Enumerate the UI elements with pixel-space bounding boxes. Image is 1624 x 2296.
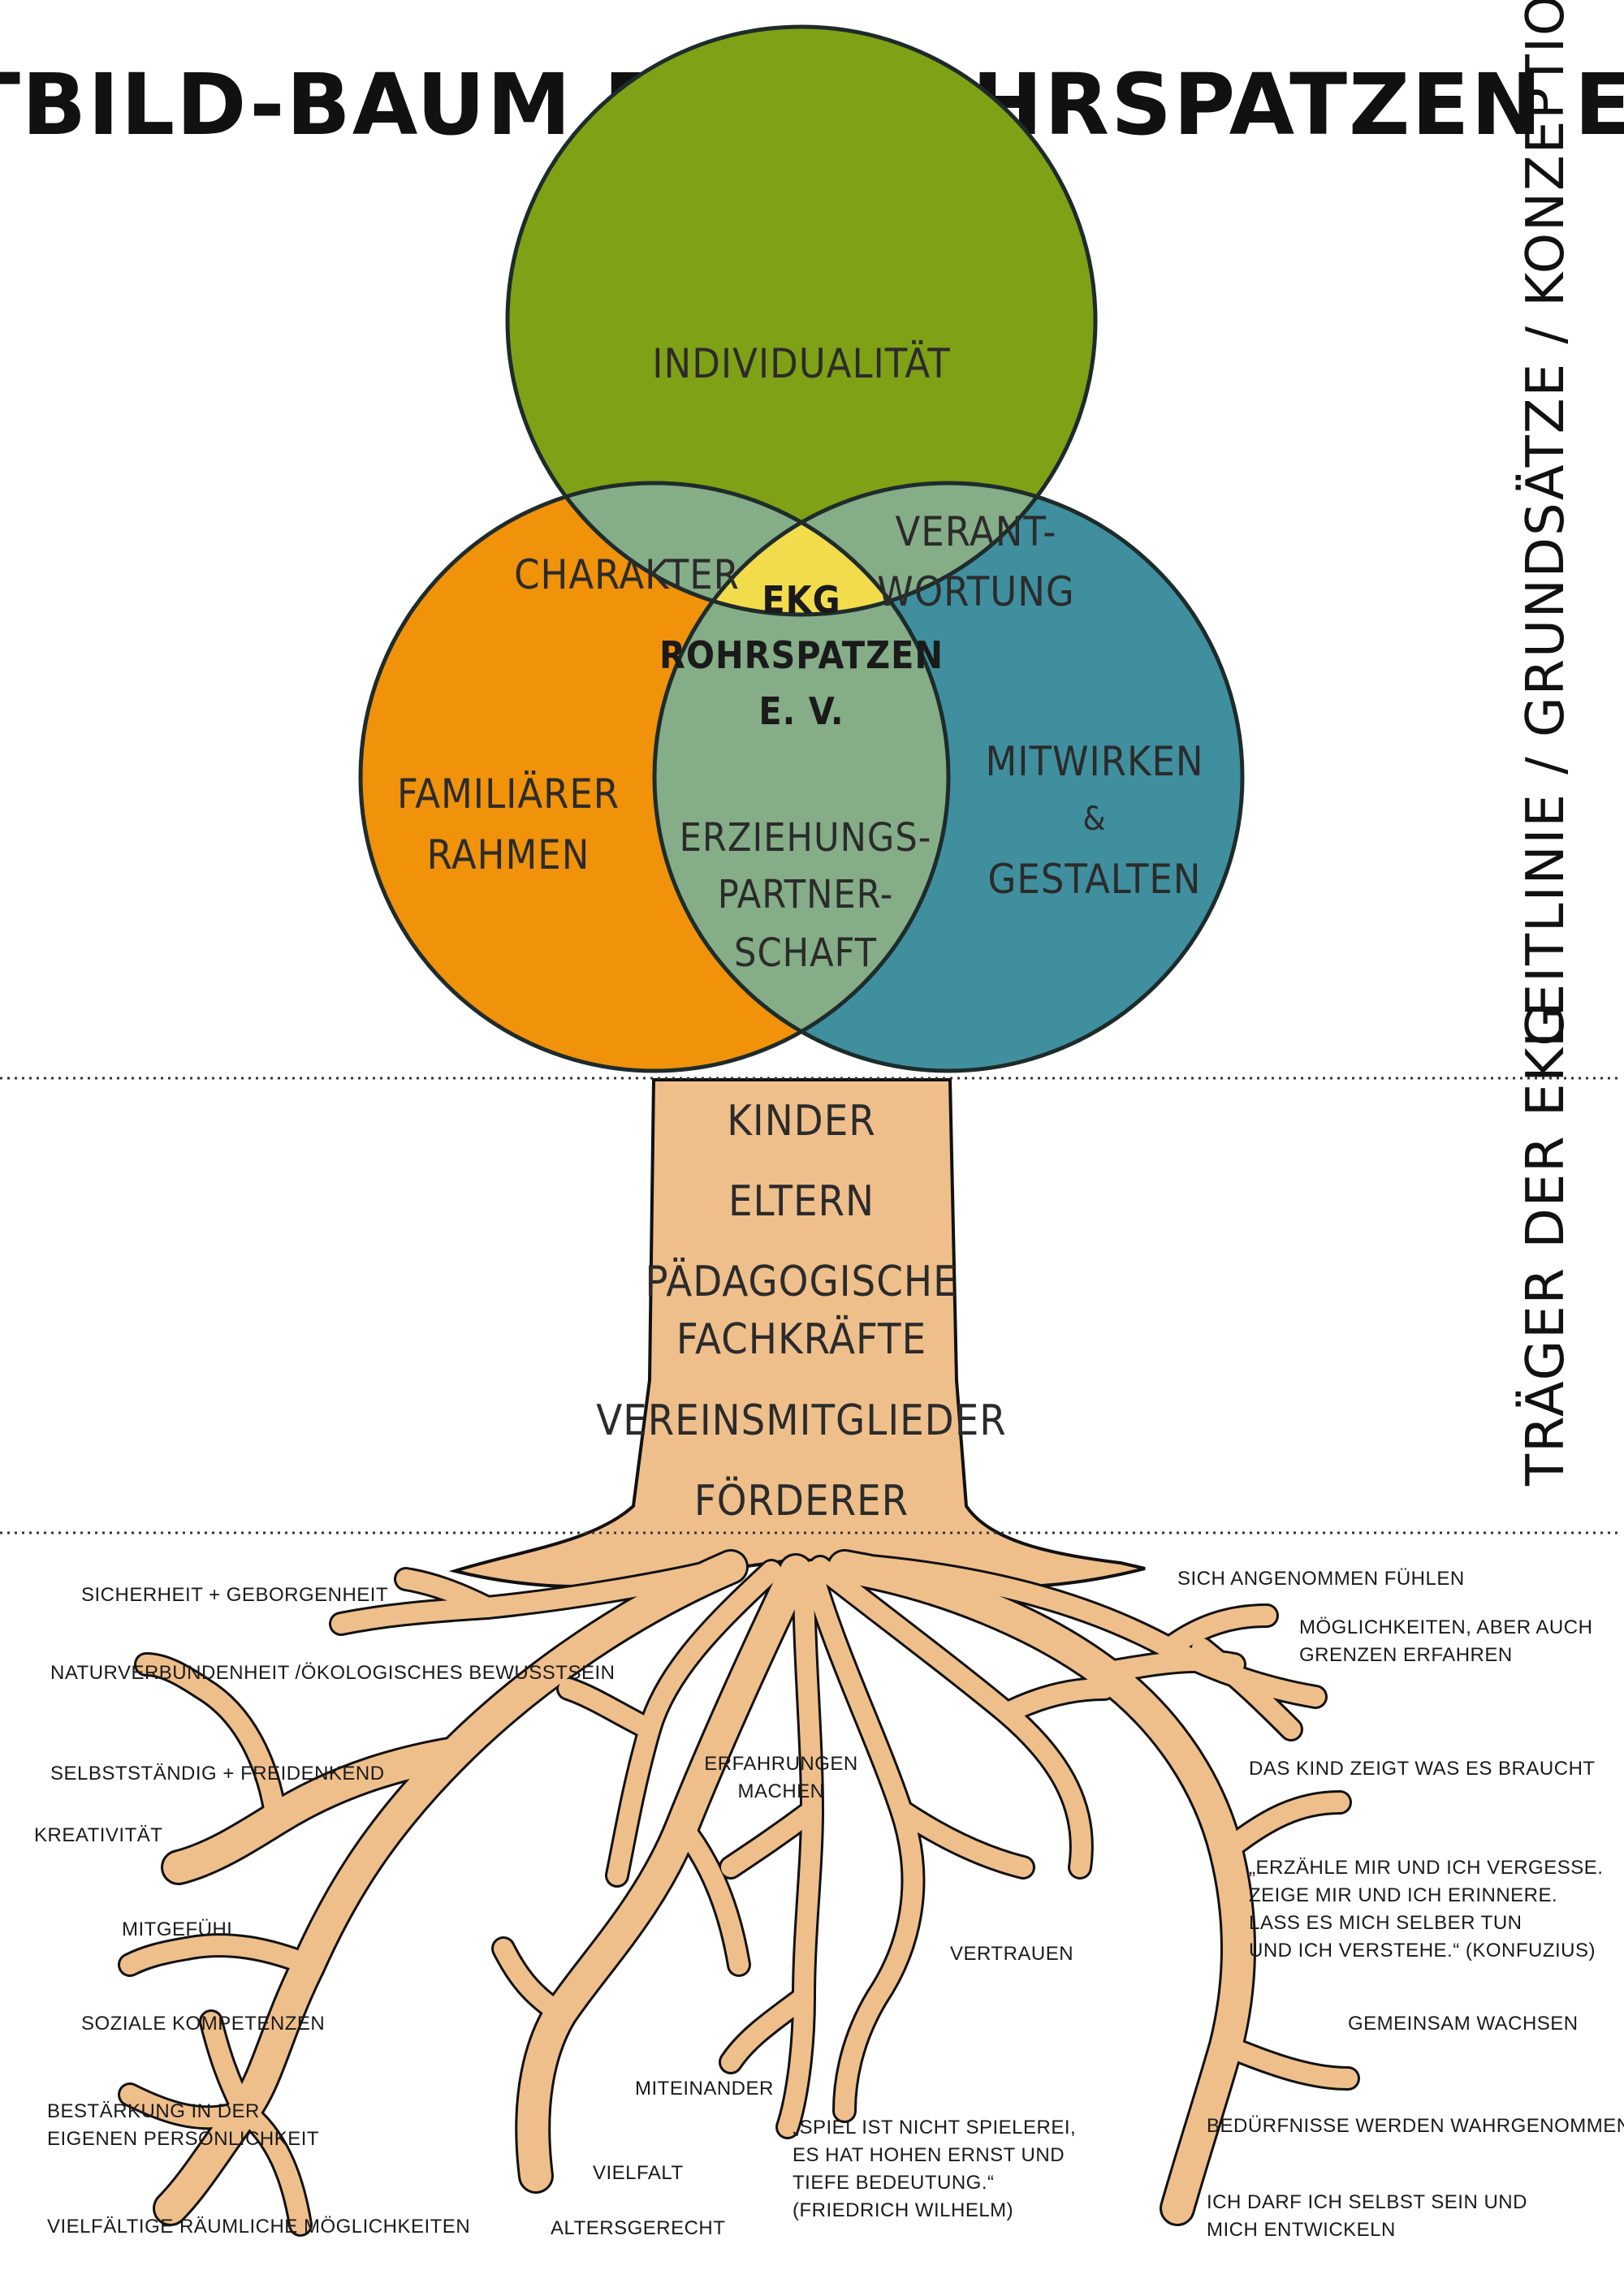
label-center-1: EKG — [762, 578, 840, 622]
label-verantwortung-2: WORTUNG — [877, 568, 1074, 615]
root-label: ES HAT HOHEN ERNST UND — [793, 2144, 1065, 2166]
root-label: MÖGLICHKEITEN, ABER AUCH — [1299, 1616, 1592, 1638]
label-erziehungs-2: PARTNER- — [718, 872, 894, 917]
venn-crown — [358, 24, 1245, 1073]
label-erziehungs-3: SCHAFT — [734, 930, 877, 976]
root-branch — [1160, 1606, 1276, 1658]
root-label: MACHEN — [737, 1780, 824, 1802]
label-familiaerer-1: FAMILIÄRER — [397, 770, 620, 818]
root-label: UND ICH VERSTEHE.“ (KONFUZIUS) — [1249, 1940, 1596, 1962]
label-erziehungs-1: ERZIEHUNGS- — [680, 815, 932, 861]
root-branch — [136, 1655, 286, 1828]
root-branch — [517, 1556, 811, 2191]
root-branch — [559, 1679, 659, 1739]
label-mitwirken-1: MITWIRKEN — [985, 738, 1203, 785]
root-branch — [120, 1936, 318, 1974]
root-label: SOZIALE KOMPETENZEN — [81, 2013, 325, 2035]
root-branch — [396, 1569, 497, 1617]
root-label: SELBSTSTÄNDIG + FREIDENKEND — [50, 1763, 385, 1785]
side-label-leitlinie: LEITLINIE / GRUNDSÄTZE / KONZEPTION / — [1515, 0, 1576, 1047]
trunk-item-eltern: ELTERN — [728, 1177, 875, 1226]
root-branch — [851, 1556, 1325, 1707]
root-branch — [1216, 2036, 1358, 2088]
root-label: EIGENEN PERSÖNLICHKEIT — [47, 2128, 319, 2150]
root-branch — [120, 2085, 253, 2128]
root-branch — [829, 1552, 1254, 2224]
root-label: LASS ES MICH SELBER TUN — [1249, 1912, 1522, 1934]
root-label: KREATIVITÄT — [34, 1824, 162, 1846]
root-label: BESTÄRKUNG IN DER — [47, 2100, 260, 2122]
trunk-item-kinder: KINDER — [727, 1097, 876, 1146]
root-label: ALTERSGERECHT — [551, 2217, 725, 2239]
root-branch — [494, 1939, 570, 2023]
root-label: (FRIEDRICH WILHELM) — [793, 2199, 1013, 2221]
trunk-item-paedagogische: PÄDAGOGISCHE — [645, 1257, 957, 1306]
label-mitwirken-2: & — [1082, 801, 1106, 838]
root-label: VIELFALT — [593, 2162, 684, 2184]
root-label: „SPIEL IST NICHT SPIELEREI, — [793, 2117, 1076, 2138]
root-branch — [234, 2101, 310, 2234]
trunk-item-fachkraefte: FACHKRÄFTE — [676, 1314, 926, 1364]
root-label: ICH DARF ICH SELBST SEIN UND — [1207, 2191, 1527, 2213]
root-branch — [997, 1679, 1114, 1723]
label-center-2: ROHRSPATZEN — [659, 633, 944, 677]
label-individualitaet: INDIVIDUALITÄT — [652, 340, 950, 387]
root-branch — [721, 1987, 814, 2072]
root-label: ERFAHRUNGEN — [704, 1753, 858, 1775]
root-branch — [892, 1801, 1033, 1877]
root-branch — [331, 1557, 741, 1634]
trunk-item-foerderer: FÖRDERER — [694, 1476, 909, 1526]
root-label: MICH ENTWICKELN — [1207, 2219, 1396, 2241]
root-label: MITGEFÜHL — [122, 1918, 238, 1940]
root-label: DAS KIND ZEIGT WAS ES BRAUCHT — [1249, 1758, 1596, 1780]
root-branch — [201, 2012, 253, 2121]
tree-roots — [118, 1549, 1360, 2237]
root-label: GRENZEN ERFAHREN — [1299, 1644, 1513, 1666]
root-label: „ERZÄHLE MIR UND ICH VERGESSE. — [1249, 1857, 1603, 1879]
label-charakter: CHARAKTER — [514, 551, 740, 598]
root-label: BEDÜRFNISSE WERDEN WAHRGENOMMEN — [1207, 2115, 1624, 2137]
root-label: MITEINANDER — [635, 2078, 774, 2100]
root-label: NATURVERBUNDENHEIT /ÖKOLOGISCHES BEWUSST… — [50, 1662, 615, 1684]
label-verantwortung-1: VERANT- — [896, 508, 1057, 555]
root-label: VIELFÄLTIGE RÄUMLICHE MÖGLICHKEITEN — [47, 2216, 470, 2238]
label-mitwirken-3: GESTALTEN — [988, 856, 1202, 903]
root-label: SICHERHEIT + GEBORGENHEIT — [81, 1584, 388, 1606]
root-branch — [802, 1561, 923, 2121]
side-label-traeger: TRÄGER DER EKG — [1515, 1004, 1576, 1487]
root-label: GEMEINSAM WACHSEN — [1348, 2013, 1579, 2035]
overlap-erziehungspartnerschaft — [654, 483, 948, 1071]
root-branch — [163, 1738, 470, 1883]
root-label: VERTRAUEN — [950, 1943, 1073, 1965]
root-branch — [1192, 1638, 1301, 1739]
root-label: ZEIGE MIR UND ICH ERINNERE. — [1249, 1884, 1557, 1906]
root-branch — [778, 1561, 822, 2137]
circle-individualitaet — [508, 27, 1095, 615]
root-label: TIEFE BEDEUTUNG.“ — [793, 2172, 995, 2194]
root-branch — [721, 1801, 822, 1877]
label-familiaerer-2: RAHMEN — [427, 831, 590, 878]
trunk-item-vereinsmitglieder: VEREINSMITGLIEDER — [596, 1396, 1007, 1445]
label-center-3: E. V. — [758, 689, 844, 733]
root-branch — [672, 1817, 749, 1974]
root-branch — [1216, 1793, 1350, 1861]
root-label: SICH ANGENOMMEN FÜHLEN — [1177, 1568, 1465, 1590]
